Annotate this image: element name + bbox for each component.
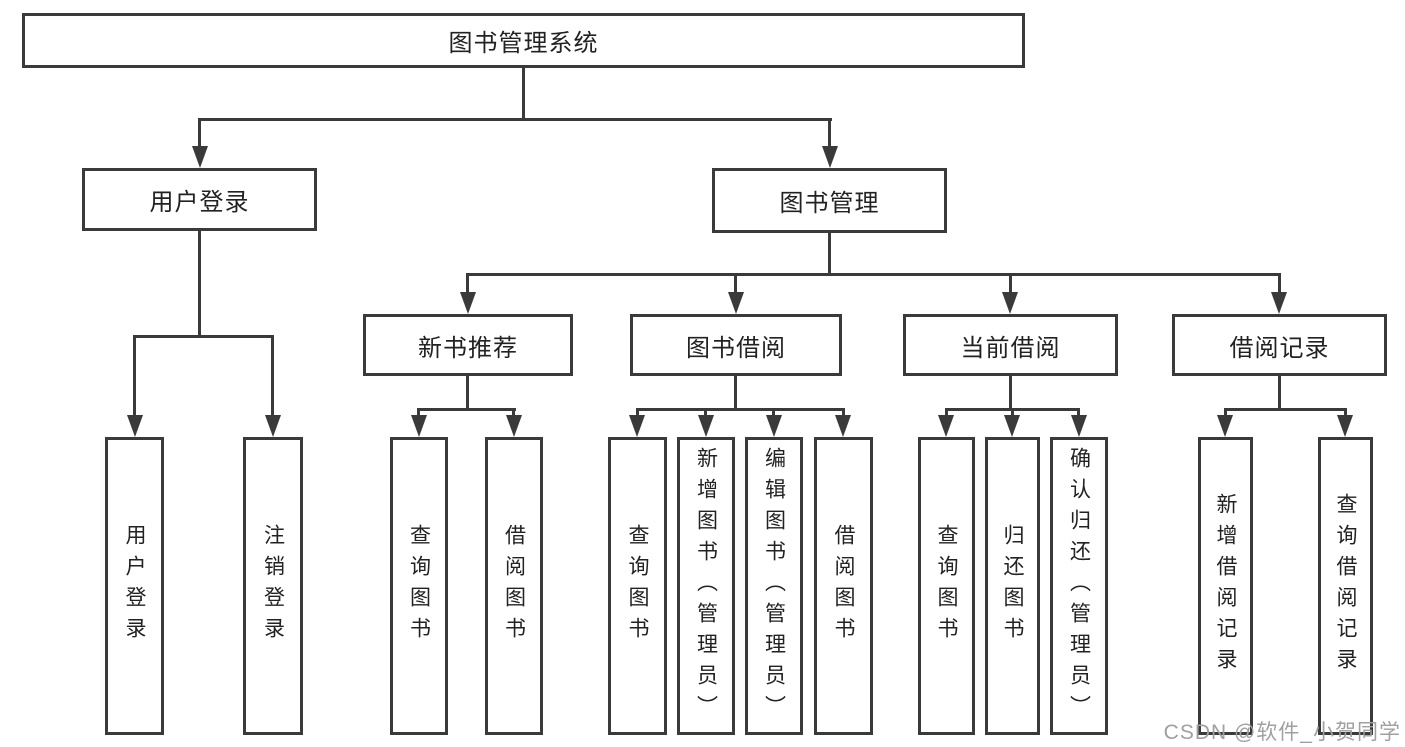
connector-line bbox=[512, 408, 515, 417]
leaf-edit-book-admin: 编辑图书（管理员） bbox=[745, 437, 803, 735]
node-user-login: 用户登录 bbox=[82, 168, 317, 231]
node-label: 图书借阅 bbox=[686, 334, 786, 362]
leaf-label: 查询图书 bbox=[626, 524, 649, 648]
leaf-label: 用户登录 bbox=[123, 524, 146, 648]
connector-line bbox=[704, 408, 707, 417]
arrow-head bbox=[411, 415, 427, 437]
connector-line bbox=[772, 408, 775, 417]
arrow-head bbox=[728, 292, 744, 314]
arrow-head bbox=[766, 415, 782, 437]
node-new-book-recommend: 新书推荐 bbox=[363, 314, 573, 376]
node-book-management: 图书管理 bbox=[712, 168, 947, 233]
leaf-label: 借阅图书 bbox=[832, 524, 855, 648]
leaf-borrow-book-recommend: 借阅图书 bbox=[485, 437, 543, 735]
leaf-query-book-current: 查询图书 bbox=[918, 437, 975, 735]
arrow-head bbox=[938, 415, 954, 437]
arrow-head bbox=[460, 292, 476, 314]
leaf-borrow-book: 借阅图书 bbox=[814, 437, 873, 735]
leaf-confirm-return-admin: 确认归还（管理员） bbox=[1050, 437, 1108, 735]
connector-line bbox=[466, 273, 469, 292]
leaf-label: 编辑图书（管理员） bbox=[762, 446, 786, 726]
connector-line bbox=[133, 335, 274, 338]
arrow-head bbox=[506, 415, 522, 437]
connector-line bbox=[133, 335, 136, 417]
arrow-head bbox=[1004, 415, 1020, 437]
leaf-add-book-admin: 新增图书（管理员） bbox=[677, 437, 735, 735]
connector-line bbox=[198, 118, 832, 121]
connector-line bbox=[828, 233, 831, 276]
leaf-label: 查询图书 bbox=[407, 524, 431, 648]
connector-line bbox=[417, 408, 420, 417]
arrow-head bbox=[629, 415, 645, 437]
node-label: 图书管理系统 bbox=[448, 30, 599, 57]
arrow-head bbox=[835, 415, 851, 437]
node-current-borrow: 当前借阅 bbox=[903, 314, 1118, 376]
connector-line bbox=[1011, 408, 1014, 417]
connector-line bbox=[466, 273, 1281, 276]
leaf-label: 新增图书（管理员） bbox=[694, 446, 718, 726]
arrow-head bbox=[1217, 415, 1233, 437]
node-book-borrow: 图书借阅 bbox=[630, 314, 842, 376]
connector-line bbox=[1009, 376, 1012, 411]
arrow-head bbox=[698, 415, 714, 437]
connector-line bbox=[636, 408, 639, 417]
arrow-head bbox=[192, 146, 208, 168]
leaf-return-book: 归还图书 bbox=[985, 437, 1040, 735]
node-library-management-system: 图书管理系统 bbox=[22, 13, 1025, 68]
connector-line bbox=[1224, 408, 1346, 411]
connector-line bbox=[828, 118, 831, 148]
arrow-head bbox=[1271, 292, 1287, 314]
leaf-logout-login: 注销登录 bbox=[243, 437, 303, 735]
connector-line bbox=[198, 118, 201, 148]
connector-line bbox=[1278, 273, 1281, 292]
arrow-head bbox=[822, 146, 838, 168]
leaf-label: 确认归还（管理员） bbox=[1067, 446, 1091, 726]
connector-line bbox=[734, 273, 737, 292]
connector-line bbox=[1224, 408, 1227, 417]
leaf-add-borrow-record: 新增借阅记录 bbox=[1198, 437, 1253, 735]
connector-line bbox=[1344, 408, 1347, 417]
connector-line bbox=[945, 408, 948, 417]
connector-line bbox=[1009, 273, 1012, 292]
node-borrow-records: 借阅记录 bbox=[1172, 314, 1387, 376]
connector-line bbox=[1278, 376, 1281, 411]
arrow-head bbox=[1337, 415, 1353, 437]
leaf-query-book-recommend: 查询图书 bbox=[390, 437, 448, 735]
arrow-head bbox=[1002, 292, 1018, 314]
leaf-label: 注销登录 bbox=[261, 524, 285, 648]
connector-line bbox=[417, 408, 516, 411]
leaf-user-login: 用户登录 bbox=[105, 437, 164, 735]
node-label: 新书推荐 bbox=[418, 334, 518, 362]
connector-line bbox=[1077, 408, 1080, 417]
node-label: 当前借阅 bbox=[960, 334, 1061, 362]
node-label: 用户登录 bbox=[149, 189, 250, 216]
connector-line bbox=[522, 68, 525, 121]
arrow-head bbox=[265, 415, 281, 437]
leaf-label: 归还图书 bbox=[1001, 524, 1024, 648]
leaf-label: 借阅图书 bbox=[502, 524, 526, 648]
connector-line bbox=[636, 408, 844, 411]
leaf-label: 新增借阅记录 bbox=[1214, 493, 1237, 679]
connector-line bbox=[271, 335, 274, 417]
watermark: CSDN @软件_小贺同学 bbox=[1163, 721, 1401, 744]
arrow-head bbox=[1071, 415, 1087, 437]
leaf-label: 查询图书 bbox=[935, 524, 958, 648]
connector-line bbox=[466, 376, 469, 411]
arrow-head bbox=[127, 415, 143, 437]
connector-line bbox=[198, 231, 201, 338]
node-label: 借阅记录 bbox=[1229, 334, 1330, 362]
leaf-query-borrow-record: 查询借阅记录 bbox=[1318, 437, 1373, 735]
leaf-query-book-borrow: 查询图书 bbox=[608, 437, 667, 735]
node-label: 图书管理 bbox=[779, 190, 880, 217]
leaf-label: 查询借阅记录 bbox=[1334, 493, 1357, 679]
connector-line bbox=[734, 376, 737, 411]
connector-line bbox=[842, 408, 845, 417]
